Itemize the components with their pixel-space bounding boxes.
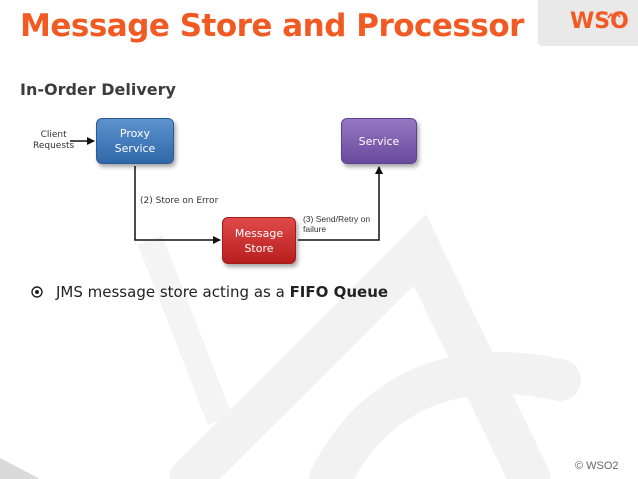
- logo-wave-icon: [607, 12, 621, 22]
- service-box: Service: [341, 118, 417, 164]
- slide-title: Message Store and Processor: [20, 8, 524, 44]
- send-retry-line1: (3) Send/Retry on: [303, 214, 371, 224]
- message-store-line1: Message: [234, 226, 284, 240]
- client-requests-label: Client Requests: [33, 130, 74, 152]
- bullet-text-bold: FIFO Queue: [289, 283, 389, 301]
- circled-dot-icon: [31, 286, 43, 298]
- store-on-error-arrow: [134, 166, 221, 244]
- send-retry-arrow: [298, 166, 383, 241]
- copyright-text: © WSO2: [575, 460, 619, 472]
- client-requests-line2: Requests: [33, 141, 75, 151]
- proxy-service-box: Proxy Service: [96, 118, 174, 164]
- footer-corner: [0, 458, 40, 479]
- send-retry-label: (3) Send/Retry on failure: [303, 214, 370, 234]
- wso2-logo: WSO2: [570, 9, 638, 34]
- logo-text: WSO: [570, 9, 629, 34]
- proxy-service-line1: Proxy: [119, 127, 151, 140]
- bullet-text-prefix: JMS message store acting as a: [56, 283, 290, 301]
- store-on-error-label: (2) Store on Error: [140, 196, 219, 206]
- message-store-line2: Store: [244, 241, 274, 255]
- message-store-box: Message Store: [222, 217, 296, 264]
- bullet-text: JMS message store acting as a FIFO Queue: [56, 283, 388, 301]
- section-subtitle: In-Order Delivery: [20, 80, 176, 99]
- logo-background: [538, 0, 638, 46]
- client-requests-line1: Client: [40, 130, 67, 140]
- proxy-service-line2: Service: [114, 142, 156, 155]
- service-label: Service: [358, 134, 400, 148]
- send-retry-line2: failure: [303, 224, 327, 234]
- bullet-item: JMS message store acting as a FIFO Queue: [26, 283, 388, 301]
